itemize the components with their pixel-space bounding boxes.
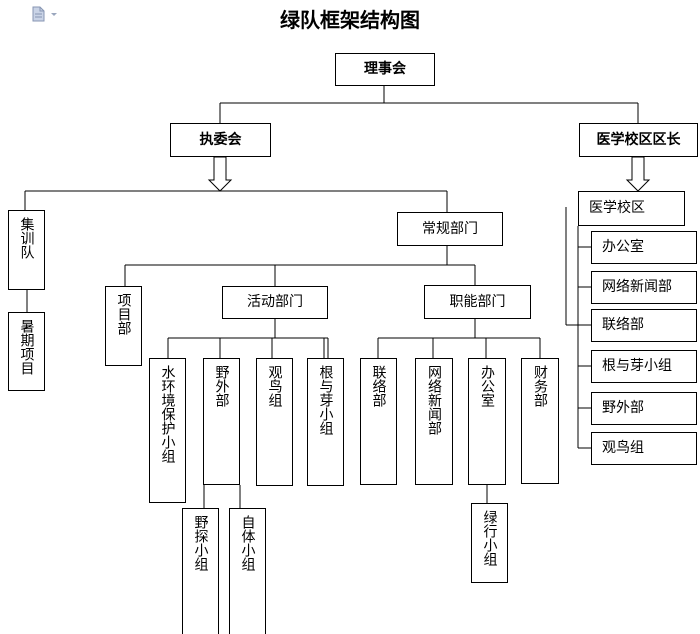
- network-news-box: 网络新闻部: [415, 358, 453, 485]
- med-liaison-box: 联络部: [591, 309, 697, 342]
- nature-group-box: 自体小组: [229, 508, 266, 634]
- finance-dept-box: 财务部: [521, 358, 559, 484]
- field-explore-box: 野探小组: [182, 508, 219, 634]
- project-dept-box: 项目部: [105, 286, 142, 366]
- down-arrow-icon: [625, 156, 651, 192]
- med-bird-box: 观鸟组: [591, 432, 697, 465]
- env-group-box: 水环境保护小组: [149, 358, 186, 503]
- executive-box: 执委会: [170, 123, 271, 157]
- summer-project-box: 暑期项目: [8, 312, 45, 391]
- document-icon[interactable]: [32, 6, 60, 22]
- med-field-box: 野外部: [591, 392, 697, 425]
- activity-dept-box: 活动部门: [222, 286, 328, 319]
- field-dept-box: 野外部: [203, 358, 240, 485]
- office-box: 办公室: [468, 358, 506, 485]
- liaison-dept-box: 联络部: [360, 358, 397, 485]
- green-walk-box: 绿行小组: [471, 503, 508, 583]
- regular-dept-box: 常规部门: [397, 212, 503, 246]
- bird-group-box: 观鸟组: [256, 358, 293, 486]
- medical-lead-box: 医学校区区长: [579, 123, 698, 157]
- training-team-box: 集训队: [8, 210, 45, 290]
- medical-campus-box: 医学校区: [578, 191, 685, 226]
- council-box: 理事会: [335, 53, 435, 86]
- med-office-box: 办公室: [591, 231, 697, 264]
- page-title: 绿队框架结构图: [280, 8, 420, 32]
- down-arrow-icon: [207, 156, 233, 192]
- chevron-down-icon: [51, 13, 57, 16]
- function-dept-box: 职能部门: [424, 285, 531, 319]
- med-sprout-box: 根与芽小组: [591, 350, 697, 383]
- med-network-news-box: 网络新闻部: [591, 271, 697, 304]
- sprout-group-box: 根与芽小组: [307, 358, 344, 486]
